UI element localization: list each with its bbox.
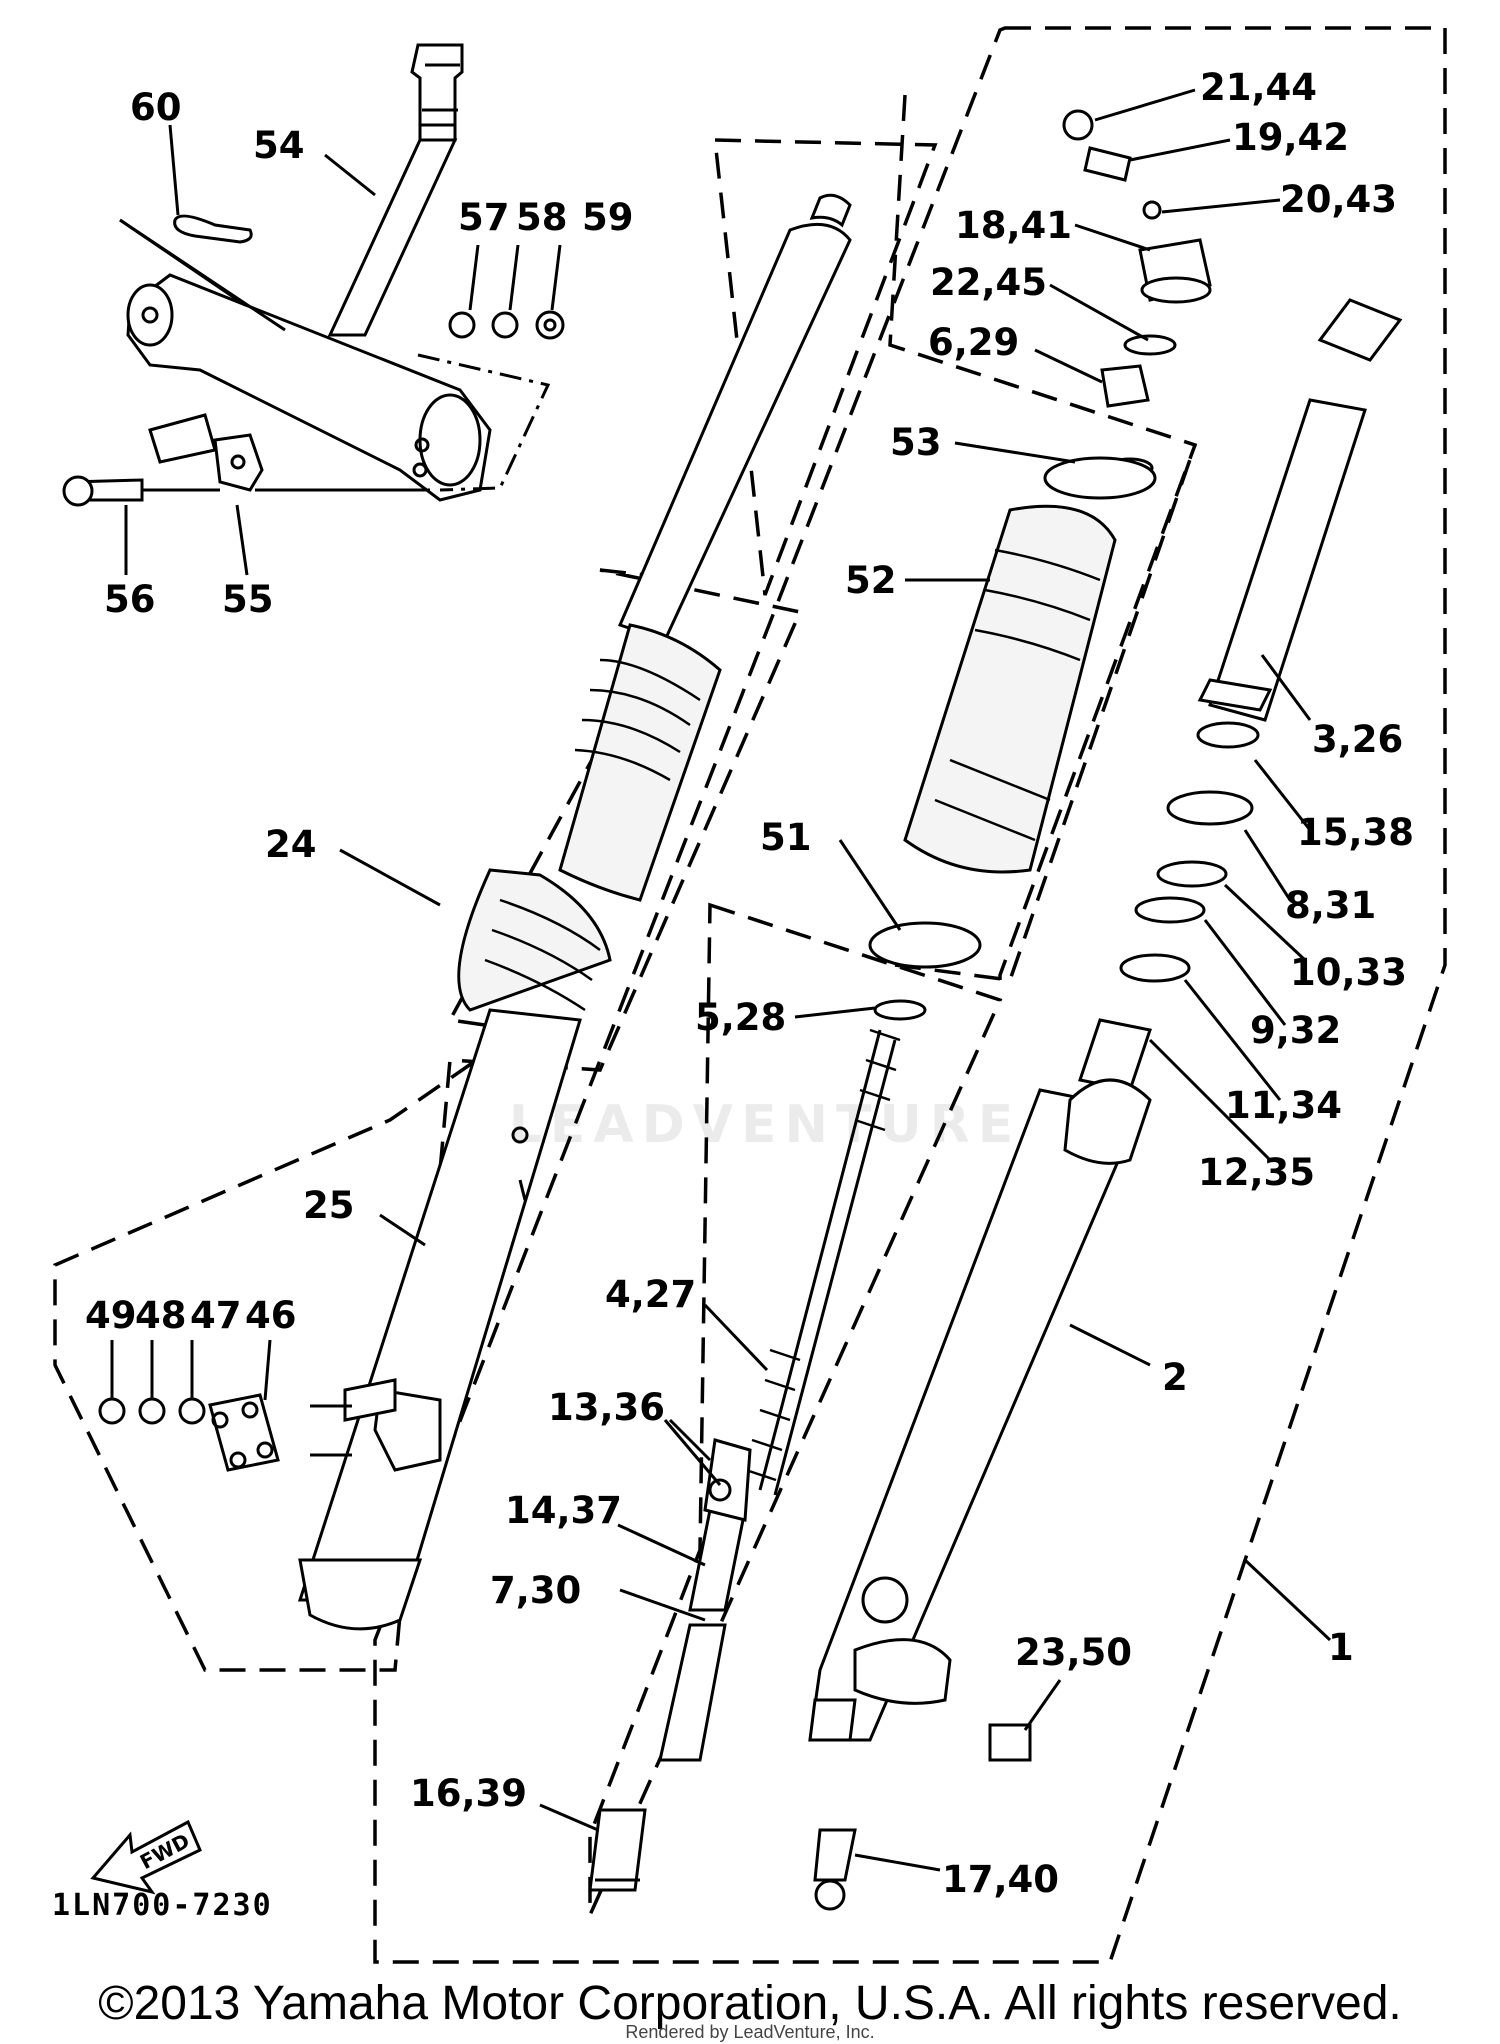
label-52: 52 bbox=[845, 559, 897, 602]
label-51: 51 bbox=[760, 816, 812, 859]
label-21-44: 21,44 bbox=[1200, 66, 1317, 109]
label-14-37: 14,37 bbox=[505, 1489, 622, 1532]
label-56: 56 bbox=[104, 578, 156, 621]
label-49: 49 bbox=[85, 1294, 137, 1337]
outline-group-24 bbox=[53, 568, 803, 1672]
label-13-36: 13,36 bbox=[548, 1386, 665, 1429]
label-1: 1 bbox=[1328, 1626, 1354, 1669]
fwd-arrow-icon: FWD bbox=[90, 1819, 202, 1895]
right-fork-boot bbox=[868, 456, 1157, 1021]
label-20-43: 20,43 bbox=[1280, 178, 1397, 221]
label-46: 46 bbox=[245, 1294, 297, 1337]
callout-labels: 60 54 57 58 59 56 55 24 25 49 48 47 46 2… bbox=[85, 66, 1414, 1901]
label-53: 53 bbox=[890, 421, 942, 464]
label-23-50: 23,50 bbox=[1015, 1631, 1132, 1674]
label-16-39: 16,39 bbox=[410, 1772, 527, 1815]
label-18-41: 18,41 bbox=[955, 204, 1072, 247]
left-fork-assembly bbox=[297, 193, 852, 1631]
label-19-42: 19,42 bbox=[1232, 116, 1349, 159]
outline-group-1 bbox=[373, 26, 1447, 1964]
outline-group-inner bbox=[894, 444, 1197, 982]
label-47: 47 bbox=[190, 1294, 242, 1337]
right-outer-tube-assembly bbox=[808, 298, 1403, 1911]
label-2: 2 bbox=[1162, 1356, 1188, 1399]
label-58: 58 bbox=[516, 196, 568, 239]
label-15-38: 15,38 bbox=[1297, 811, 1414, 854]
label-4-27: 4,27 bbox=[605, 1273, 696, 1316]
label-8-31: 8,31 bbox=[1285, 884, 1376, 927]
rendered-by-notice: Rendered by LeadVenture, Inc. bbox=[625, 2022, 875, 2042]
part-code: 1LN700-7230 bbox=[52, 1888, 273, 1923]
label-22-45: 22,45 bbox=[930, 261, 1047, 304]
label-7-30: 7,30 bbox=[490, 1569, 581, 1612]
label-10-33: 10,33 bbox=[1290, 951, 1407, 994]
label-3-26: 3,26 bbox=[1312, 718, 1403, 761]
label-12-35: 12,35 bbox=[1198, 1151, 1315, 1194]
label-17-40: 17,40 bbox=[942, 1858, 1059, 1901]
label-6-29: 6,29 bbox=[928, 321, 1019, 364]
cap-bolt-assembly bbox=[1062, 109, 1212, 479]
axle-holder-assembly bbox=[98, 1339, 352, 1472]
steering-stem-assembly bbox=[62, 43, 565, 507]
label-57: 57 bbox=[458, 196, 510, 239]
label-54: 54 bbox=[253, 124, 305, 167]
label-5-28: 5,28 bbox=[695, 996, 786, 1039]
label-48: 48 bbox=[135, 1294, 187, 1337]
copyright-notice: ©2013 Yamaha Motor Corporation, U.S.A. A… bbox=[98, 1977, 1402, 2030]
leader-lines bbox=[124, 88, 1332, 1872]
label-59: 59 bbox=[582, 196, 634, 239]
label-9-32: 9,32 bbox=[1250, 1009, 1341, 1052]
label-24: 24 bbox=[265, 823, 317, 866]
label-55: 55 bbox=[222, 578, 274, 621]
outline-group-damper-rod bbox=[588, 902, 1003, 1916]
watermark-text: LEADVENTURE bbox=[508, 1095, 1022, 1155]
label-11-34: 11,34 bbox=[1225, 1084, 1342, 1127]
damper-rod-assembly bbox=[588, 1028, 901, 1892]
label-25: 25 bbox=[303, 1184, 355, 1227]
label-60: 60 bbox=[130, 86, 182, 129]
